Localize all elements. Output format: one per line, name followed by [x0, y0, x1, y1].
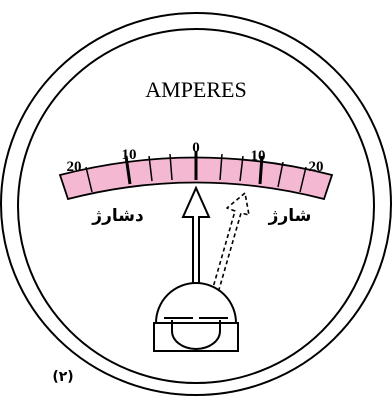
inner-dial-face	[17, 28, 375, 384]
scale-label-zero: 0	[192, 140, 200, 156]
scale-label-left-10: 10	[122, 147, 137, 163]
figure-number: (۲)	[52, 369, 73, 385]
scale-major-ticks	[124, 151, 264, 185]
scale-label-right-10: 10	[251, 148, 266, 164]
outer-bezel	[0, 12, 392, 396]
charge-label: شارژ	[268, 206, 312, 226]
scale-ticks	[85, 153, 307, 193]
scale-label-left-20: 20	[67, 159, 82, 175]
tick-major-right-10	[258, 155, 264, 185]
pivot-base	[153, 322, 239, 352]
tick-minor	[299, 166, 307, 193]
tick-minor	[85, 166, 93, 193]
pivot-base-inner	[171, 323, 221, 350]
dial-title: AMPERES	[145, 77, 246, 102]
tick-major-left-10	[124, 155, 132, 185]
pivot-dome	[154, 282, 238, 324]
discharge-label: دشارژ	[91, 206, 144, 226]
scale-label-right-20: 20	[309, 159, 324, 175]
tick-minor	[169, 153, 173, 181]
tick-minor	[277, 161, 284, 188]
tick-minor	[148, 155, 153, 182]
tick-minor	[219, 153, 223, 181]
tick-minor	[239, 155, 244, 182]
